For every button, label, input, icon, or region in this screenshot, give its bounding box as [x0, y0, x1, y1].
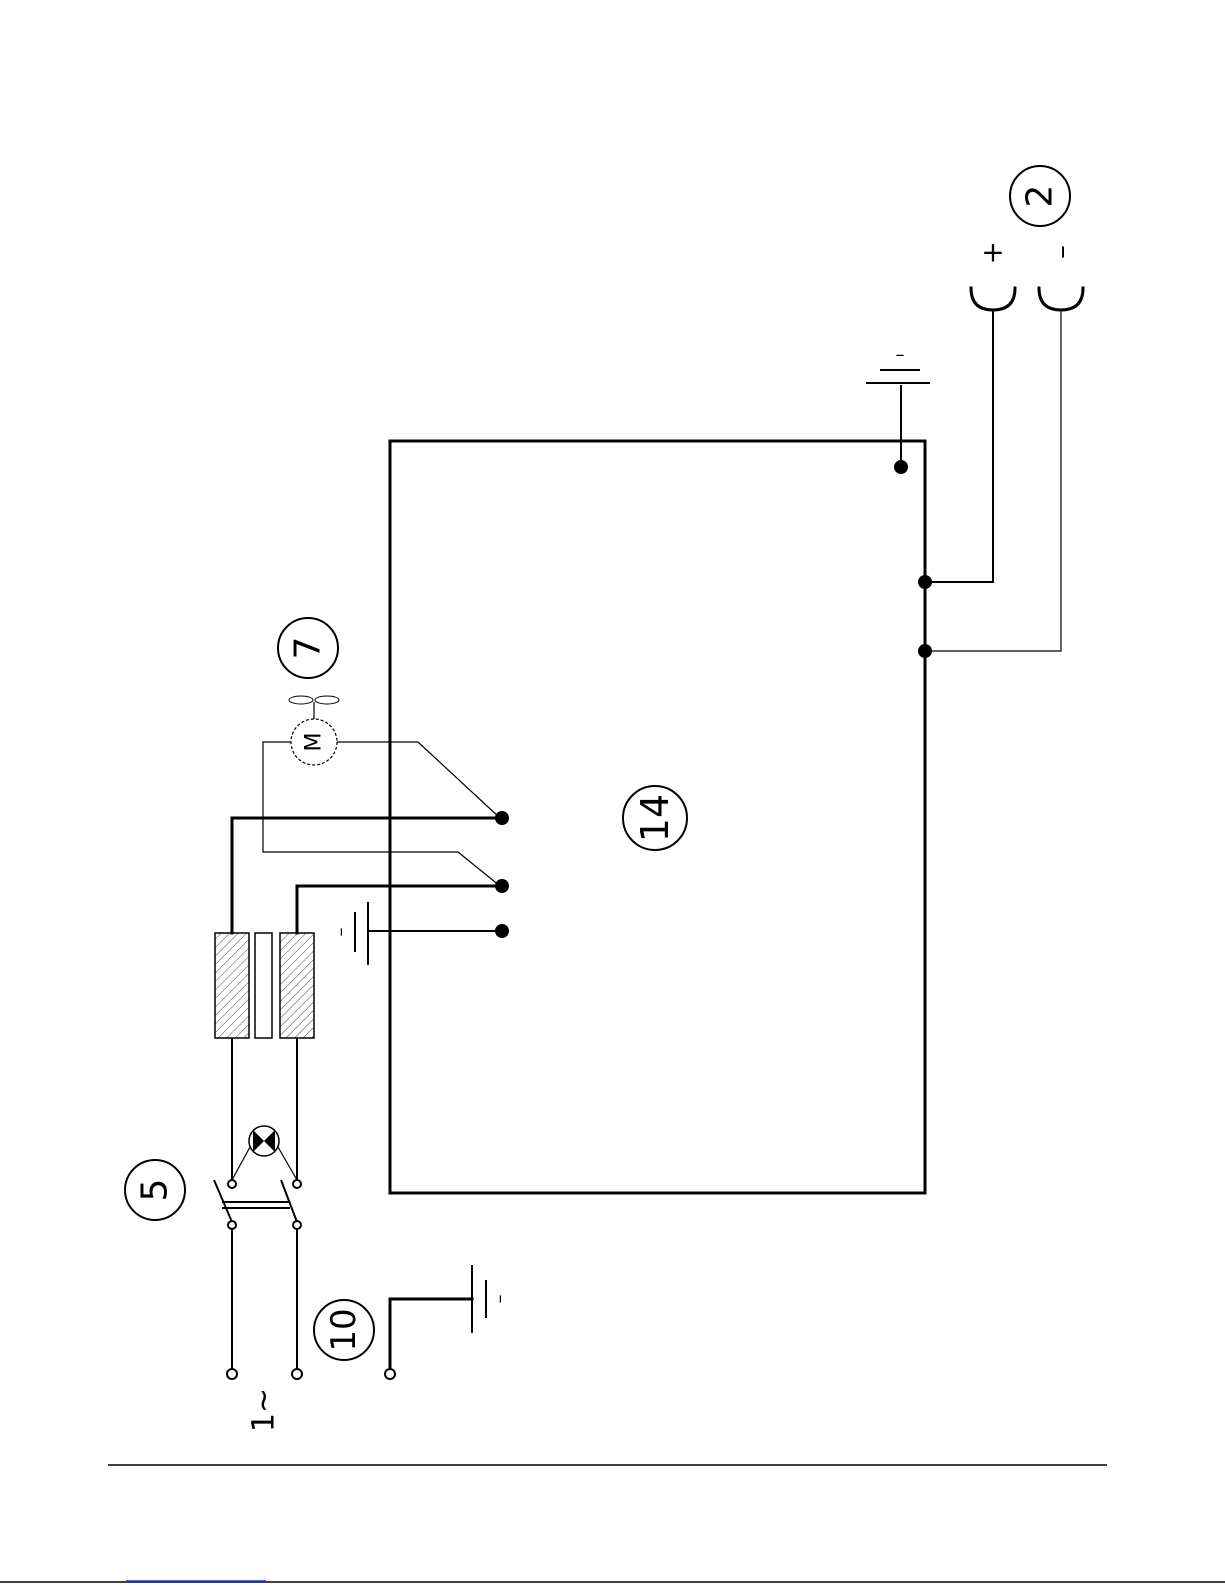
callout-power-supply: 2	[1010, 166, 1070, 226]
wire-heater-right	[297, 886, 500, 933]
earth-terminal-point	[385, 1369, 395, 1379]
mains-label: 1~	[247, 1388, 282, 1432]
mains-terminal-l	[227, 1369, 237, 1379]
positive-node	[918, 575, 932, 589]
mains-terminal-n	[292, 1369, 302, 1379]
board-node-1	[495, 811, 509, 825]
callout-main-switch-label: 5	[135, 1179, 176, 1202]
negative-node	[918, 644, 932, 658]
callout-main-switch: 5	[125, 1160, 185, 1220]
callout-fan-motor: 7	[278, 618, 338, 678]
ground-earth-label: –	[490, 1295, 511, 1304]
wire-heater-left	[232, 818, 500, 933]
motor-label: M	[302, 733, 327, 752]
board-node-3	[495, 924, 509, 938]
callout-control-board-label: 14	[633, 794, 677, 842]
fan-motor: M	[263, 696, 500, 886]
board-node-2	[495, 879, 509, 893]
earth-terminal: –	[385, 1265, 511, 1379]
fan-blade-icon	[289, 696, 313, 704]
callout-earth-terminal: 10	[314, 1300, 374, 1360]
ground-top-node	[894, 460, 908, 474]
plus-label: +	[981, 236, 1004, 269]
callout-control-board: 14	[623, 786, 687, 850]
ground-symbol-board: –	[331, 902, 510, 965]
callout-power-supply-label: 2	[1020, 185, 1061, 208]
indicator-lamp-icon	[232, 1126, 297, 1180]
ground-symbol-top: –	[866, 345, 930, 475]
callout-earth-terminal-label: 10	[324, 1308, 364, 1351]
ground-board-label: –	[331, 928, 352, 937]
minus-label: –	[1045, 245, 1078, 259]
power-supply-connector: + –	[918, 236, 1083, 659]
callout-fan-motor-label: 7	[288, 637, 329, 660]
main-switch: 1~	[214, 1180, 302, 1432]
ground-top-label: –	[896, 345, 905, 366]
